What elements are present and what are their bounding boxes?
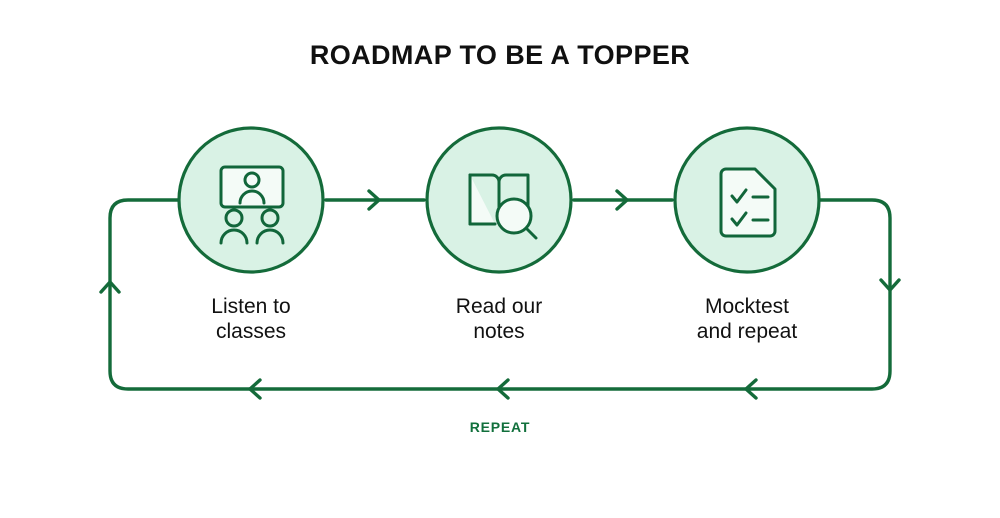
step-label-2-line1: Read our xyxy=(455,295,543,318)
left-chevron-icon-2 xyxy=(496,378,510,400)
page-title: ROADMAP TO BE A TOPPER xyxy=(309,40,691,70)
step-label-3: Mocktest and repeat xyxy=(637,294,857,344)
step-label-2-line2: notes xyxy=(473,320,525,343)
loop-bottom-left-chevrons xyxy=(248,378,758,400)
repeat-label: REPEAT xyxy=(469,419,531,435)
checklist-document-icon xyxy=(719,167,777,238)
connector-1-2 xyxy=(324,189,426,211)
right-chevron-icon-2 xyxy=(615,189,629,211)
step-label-1: Listen to classes xyxy=(141,294,361,344)
step-label-2: Read our notes xyxy=(389,294,609,344)
left-chevron-icon-1 xyxy=(248,378,262,400)
left-chevron-icon-3 xyxy=(744,378,758,400)
loop-right-segment xyxy=(746,198,892,391)
loop-up-arrow-icon xyxy=(99,280,121,294)
online-class-screen-icon xyxy=(219,165,285,245)
book-search-icon xyxy=(468,173,538,240)
step-label-3-line2: and repeat xyxy=(696,320,798,343)
loop-down-arrow-icon xyxy=(879,278,901,292)
step-label-3-line1: Mocktest xyxy=(704,295,790,318)
right-chevron-icon-1 xyxy=(367,189,381,211)
connector-2-3 xyxy=(572,189,674,211)
step-label-1-line1: Listen to xyxy=(211,295,291,318)
loop-left-segment xyxy=(108,198,252,391)
step-label-1-line2: classes xyxy=(215,320,287,343)
